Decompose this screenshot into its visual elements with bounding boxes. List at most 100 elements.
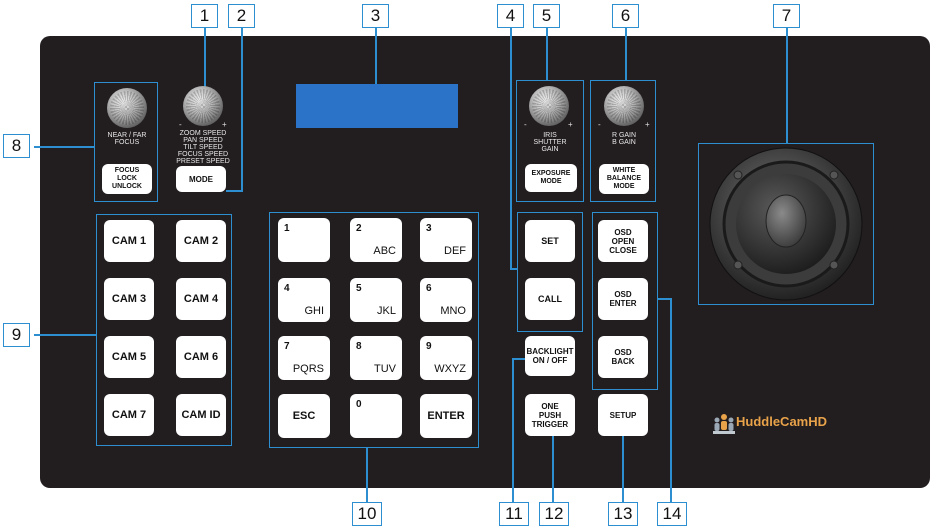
exposure-mode-button[interactable]: EXPOSURE MODE: [525, 164, 577, 192]
exposure-knob-minus: -: [524, 120, 527, 129]
leader-line-10: [366, 448, 368, 502]
key-2-button[interactable]: 2 ABC: [350, 218, 402, 262]
speed-knob-plus: +: [222, 120, 227, 129]
key-9-digit: 9: [426, 341, 432, 352]
key-8-digit: 8: [356, 341, 362, 352]
leader-line-2-h: [226, 190, 243, 192]
key-2-letters: ABC: [373, 245, 396, 257]
key-9-button[interactable]: 9 WXYZ: [420, 336, 472, 380]
exposure-knob[interactable]: [529, 86, 569, 126]
leader-line-1: [204, 26, 206, 88]
esc-button[interactable]: ESC: [278, 394, 330, 438]
leader-line-7: [786, 26, 788, 143]
callout-4: 4: [497, 4, 524, 28]
logo-people-icon: [713, 414, 735, 434]
callout-10: 10: [352, 502, 382, 526]
enter-button[interactable]: ENTER: [420, 394, 472, 438]
osd-open-close-button[interactable]: OSD OPEN CLOSE: [598, 220, 648, 262]
leader-line-14: [670, 298, 672, 502]
callout-2: 2: [228, 4, 255, 28]
callout-7: 7: [773, 4, 800, 28]
leader-line-4-h: [510, 268, 518, 270]
key-7-letters: PQRS: [292, 363, 324, 375]
wb-group-box: [590, 80, 656, 202]
key-4-letters: GHI: [304, 305, 324, 317]
cam-id-button[interactable]: CAM ID: [176, 394, 226, 436]
white-balance-knob[interactable]: [604, 86, 644, 126]
keypad-group-box: [269, 212, 479, 448]
wb-knob-label: R GAIN B GAIN: [611, 132, 637, 146]
exposure-group-box: [516, 80, 584, 202]
key-6-digit: 6: [426, 283, 432, 294]
speed-knob[interactable]: [183, 86, 223, 126]
cam-group-box: [96, 214, 232, 446]
focus-knob[interactable]: [107, 88, 147, 128]
focus-knob-label: NEAR / FAR FOCUS: [107, 132, 147, 146]
key-0-button[interactable]: 0: [350, 394, 402, 438]
callout-9: 9: [3, 323, 30, 347]
key-5-button[interactable]: 5 JKL: [350, 278, 402, 322]
setup-button[interactable]: SETUP: [598, 394, 648, 436]
one-push-trigger-button[interactable]: ONE PUSH TRIGGER: [525, 394, 575, 436]
cam-3-button[interactable]: CAM 3: [104, 278, 154, 320]
focus-lock-button[interactable]: FOCUS LOCK UNLOCK: [102, 164, 152, 194]
joystick-screw-br: [829, 260, 839, 270]
lcd-display: [296, 84, 458, 128]
callout-12: 12: [539, 502, 569, 526]
key-4-button[interactable]: 4 GHI: [278, 278, 330, 322]
exposure-knob-plus: +: [568, 120, 573, 129]
osd-back-button[interactable]: OSD BACK: [598, 336, 648, 378]
joystick-screw-tl: [733, 170, 743, 180]
joystick-stick: [765, 194, 807, 248]
cam-7-button[interactable]: CAM 7: [104, 394, 154, 436]
key-8-letters: TUV: [374, 363, 396, 375]
brand-logo: HuddleCamHD: [712, 412, 872, 438]
backlight-button[interactable]: BACKLIGHT ON / OFF: [525, 336, 575, 376]
joystick-group-box: [698, 143, 874, 305]
leader-line-2: [241, 26, 243, 192]
leader-line-12: [552, 432, 554, 502]
set-call-group-box: [517, 212, 583, 332]
key-2-digit: 2: [356, 223, 362, 234]
key-0-digit: 0: [356, 399, 362, 410]
osd-group-box: [592, 212, 658, 390]
key-6-button[interactable]: 6 MNO: [420, 278, 472, 322]
key-3-letters: DEF: [444, 245, 466, 257]
key-4-digit: 4: [284, 283, 290, 294]
joystick[interactable]: [700, 145, 872, 303]
leader-line-6: [625, 26, 627, 80]
callout-11: 11: [499, 502, 529, 526]
key-9-letters: WXYZ: [434, 363, 466, 375]
white-balance-mode-button[interactable]: WHITE BALANCE MODE: [599, 164, 649, 194]
callout-8: 8: [3, 134, 30, 158]
leader-line-4: [510, 26, 512, 270]
mode-button[interactable]: MODE: [176, 166, 226, 192]
callout-3: 3: [362, 4, 389, 28]
osd-enter-button[interactable]: OSD ENTER: [598, 278, 648, 320]
cam-4-button[interactable]: CAM 4: [176, 278, 226, 320]
cam-6-button[interactable]: CAM 6: [176, 336, 226, 378]
leader-line-3: [375, 26, 377, 84]
exposure-knob-label: IRIS SHUTTER GAIN: [533, 132, 567, 153]
call-button[interactable]: CALL: [525, 278, 575, 320]
key-5-digit: 5: [356, 283, 362, 294]
key-1-button[interactable]: 1: [278, 218, 330, 262]
key-8-button[interactable]: 8 TUV: [350, 336, 402, 380]
leader-line-9: [34, 334, 96, 336]
key-5-letters: JKL: [377, 305, 396, 317]
key-1-digit: 1: [284, 223, 290, 234]
joystick-screw-bl: [733, 260, 743, 270]
cam-1-button[interactable]: CAM 1: [104, 220, 154, 262]
callout-14: 14: [657, 502, 687, 526]
set-button[interactable]: SET: [525, 220, 575, 262]
key-7-button[interactable]: 7 PQRS: [278, 336, 330, 380]
key-7-digit: 7: [284, 341, 290, 352]
key-3-button[interactable]: 3 DEF: [420, 218, 472, 262]
key-3-digit: 3: [426, 223, 432, 234]
logo-text: HuddleCamHD: [736, 414, 828, 429]
cam-2-button[interactable]: CAM 2: [176, 220, 226, 262]
leader-line-13: [622, 436, 624, 502]
key-6-letters: MNO: [440, 305, 466, 317]
cam-5-button[interactable]: CAM 5: [104, 336, 154, 378]
leader-line-11-h: [512, 358, 526, 360]
